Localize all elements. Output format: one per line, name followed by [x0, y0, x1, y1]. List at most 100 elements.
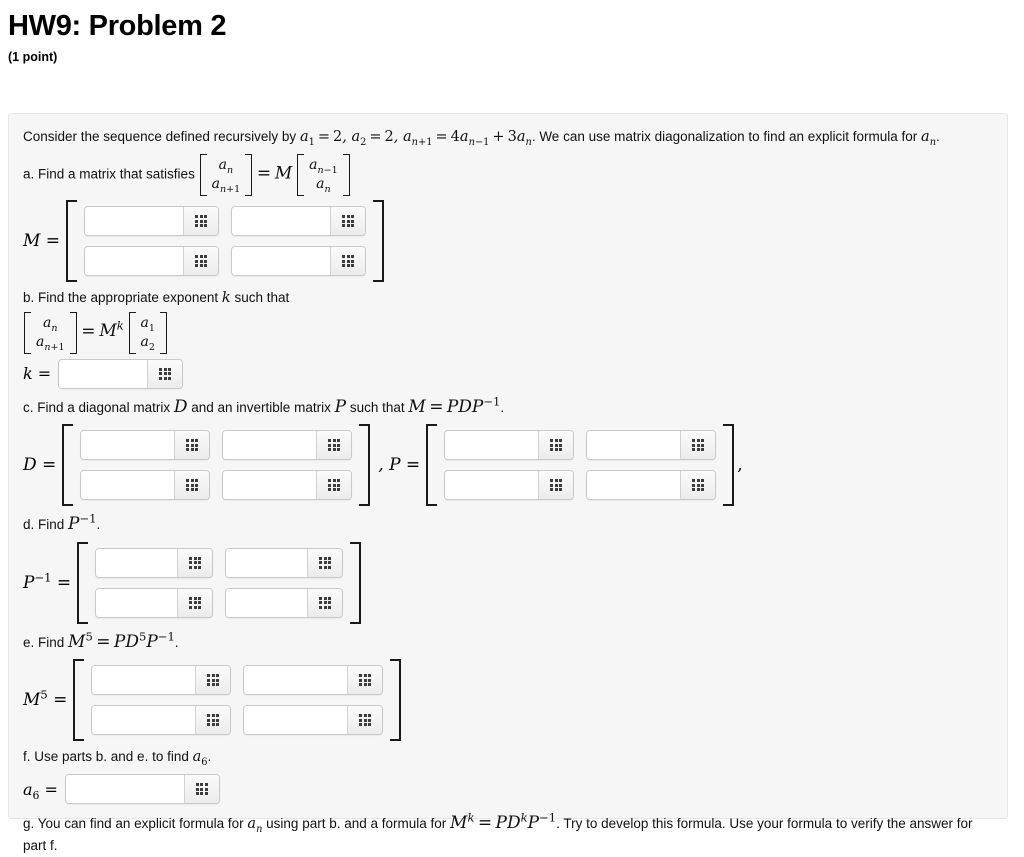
input-k[interactable]: [58, 358, 184, 389]
matrix-p-symbol: P: [334, 396, 347, 417]
input-p-r1c1[interactable]: [444, 430, 575, 461]
trailing-comma: ,: [737, 455, 743, 476]
math-keypad-icon[interactable]: [538, 431, 574, 460]
input-m-r1c1-text[interactable]: [85, 207, 184, 236]
mk-equation-symbol: Mk = PDkP−1: [450, 810, 557, 834]
matrix-row: [444, 470, 717, 501]
input-pinv-r1c1-text[interactable]: [96, 548, 178, 577]
input-m-r2c2-text[interactable]: [232, 247, 331, 276]
input-d-r2c1[interactable]: [80, 470, 211, 501]
input-m5-r1c1[interactable]: [91, 665, 232, 696]
matrix-2x2-d: [62, 424, 371, 507]
math-keypad-icon[interactable]: [174, 431, 210, 460]
part-a-label: a. Find a matrix that satisfies an an+1 …: [23, 154, 993, 197]
math-keypad-icon[interactable]: [330, 247, 366, 276]
input-a6[interactable]: [64, 774, 220, 805]
math-keypad-icon[interactable]: [177, 548, 213, 577]
bracket-left: [24, 312, 31, 354]
matrix-cells: [77, 200, 373, 282]
math-keypad-icon[interactable]: [177, 588, 213, 617]
math-keypad-icon[interactable]: [183, 207, 219, 236]
input-pinv-r2c2[interactable]: [225, 587, 344, 618]
point-value: (1 point): [8, 50, 58, 65]
bracket-left: [73, 659, 85, 742]
math-keypad-icon[interactable]: [183, 775, 219, 804]
input-m-r1c2-text[interactable]: [232, 207, 331, 236]
input-pinv-r2c2-text[interactable]: [226, 588, 308, 617]
part-e-answer-matrix: M5 =: [23, 659, 993, 742]
input-d-r2c2[interactable]: [222, 470, 353, 501]
bracket-left: [199, 154, 207, 197]
bracket-left: [77, 541, 89, 624]
intro-text-part-1: Consider the sequence defined recursivel…: [23, 129, 297, 144]
math-keypad-icon[interactable]: [195, 706, 231, 735]
input-a6-text[interactable]: [65, 775, 184, 804]
matrix-cells: [88, 542, 350, 624]
bracket-right: [69, 312, 77, 354]
input-m-r1c2[interactable]: [231, 206, 367, 237]
input-d-r2c2-text[interactable]: [223, 471, 317, 500]
input-m5-r2c2[interactable]: [243, 705, 384, 736]
bracket-right: [159, 312, 167, 354]
math-keypad-icon[interactable]: [147, 359, 183, 388]
input-p-r2c1[interactable]: [444, 470, 575, 501]
math-keypad-icon[interactable]: [316, 431, 352, 460]
input-pinv-r1c1[interactable]: [95, 547, 214, 578]
matrix-row: [91, 665, 384, 696]
input-k-text[interactable]: [59, 359, 148, 388]
input-p-r2c2[interactable]: [586, 470, 717, 501]
input-d-r1c1[interactable]: [80, 430, 211, 461]
part-f-answer: a6 =: [23, 774, 993, 805]
math-keypad-icon[interactable]: [195, 666, 231, 695]
math-keypad-icon[interactable]: [538, 471, 574, 500]
math-keypad-icon[interactable]: [347, 706, 383, 735]
input-m5-r2c1-text[interactable]: [92, 706, 196, 735]
math-keypad-icon[interactable]: [307, 548, 343, 577]
matrix-row: [91, 705, 384, 736]
input-d-r1c2[interactable]: [222, 430, 353, 461]
math-keypad-icon[interactable]: [680, 471, 716, 500]
input-m-r2c1[interactable]: [84, 246, 220, 277]
input-m5-r1c2-text[interactable]: [244, 666, 348, 695]
input-m-r2c1-text[interactable]: [85, 247, 184, 276]
vector-cells: an an+1: [36, 315, 65, 353]
input-m-r2c2[interactable]: [231, 246, 367, 277]
input-pinv-r1c2-text[interactable]: [226, 548, 308, 577]
input-m-r1c1[interactable]: [84, 206, 220, 237]
math-keypad-icon[interactable]: [347, 666, 383, 695]
math-keypad-icon[interactable]: [316, 471, 352, 500]
matrix-row: [84, 206, 367, 237]
input-p-r2c1-text[interactable]: [445, 471, 539, 500]
matrix-row: [80, 470, 353, 501]
math-keypad-icon[interactable]: [307, 588, 343, 617]
input-d-r2c1-text[interactable]: [81, 471, 175, 500]
math-keypad-icon[interactable]: [330, 207, 366, 236]
input-p-r1c2-text[interactable]: [587, 431, 681, 460]
page-title: HW9: Problem 2: [8, 10, 227, 42]
input-p-r1c2[interactable]: [586, 430, 717, 461]
part-d-answer-matrix: P−1 =: [23, 541, 993, 624]
input-m5-r2c1[interactable]: [91, 705, 232, 736]
input-m5-r1c2[interactable]: [243, 665, 384, 696]
bracket-left: [297, 154, 305, 197]
input-pinv-r2c1-text[interactable]: [96, 588, 178, 617]
input-p-r2c2-text[interactable]: [587, 471, 681, 500]
input-pinv-r2c1[interactable]: [95, 587, 214, 618]
input-pinv-r1c2[interactable]: [225, 547, 344, 578]
math-keypad-icon[interactable]: [680, 431, 716, 460]
input-d-r1c1-text[interactable]: [81, 431, 175, 460]
part-b-text-tail: such that: [234, 290, 290, 306]
matrix-d-symbol: D: [173, 396, 188, 417]
input-d-r1c2-text[interactable]: [223, 431, 317, 460]
input-m5-r1c1-text[interactable]: [92, 666, 196, 695]
math-keypad-icon[interactable]: [174, 471, 210, 500]
math-keypad-icon[interactable]: [183, 247, 219, 276]
p-inverse-symbol: P−1: [68, 511, 97, 535]
input-m5-r2c2-text[interactable]: [244, 706, 348, 735]
m-to-k-symbol: Mk: [99, 318, 124, 342]
m-equals-pdp-inverse: M = PDP−1: [408, 394, 501, 417]
input-p-r1c1-text[interactable]: [445, 431, 539, 460]
intro-an-symbol: an: [921, 129, 937, 148]
matrix-2x2-p-inverse: [77, 541, 362, 624]
part-e-label: e. Find M5 = PD5P−1.: [23, 629, 179, 652]
